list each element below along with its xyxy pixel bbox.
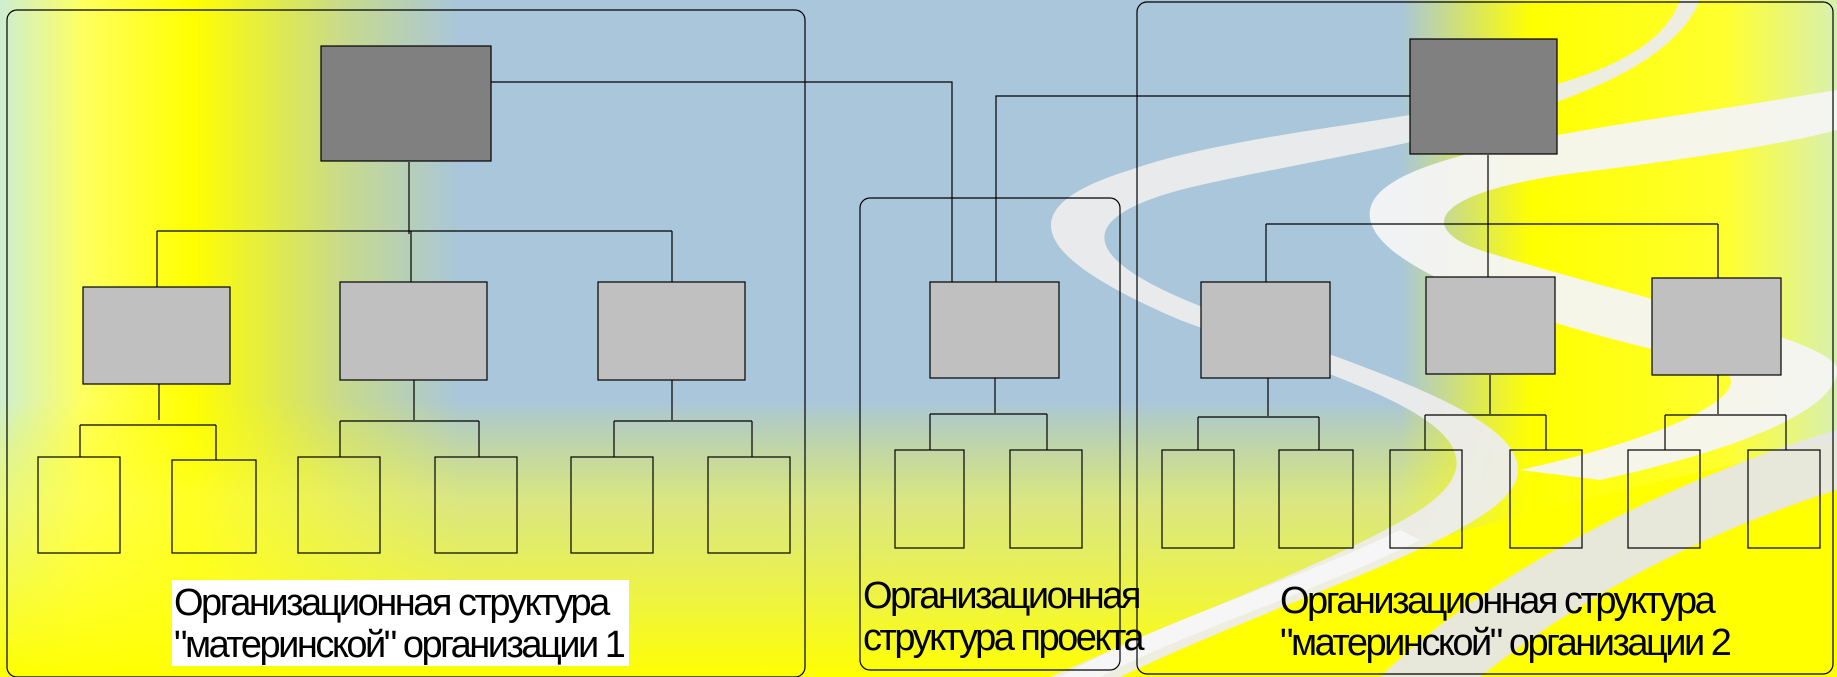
frame-org1 xyxy=(6,9,806,677)
connector-lines xyxy=(79,81,1787,460)
project-unit-box xyxy=(1009,449,1083,549)
org1-unit-box xyxy=(37,456,121,554)
org1-head-box xyxy=(320,45,492,162)
caption-org2-line1: Организационная структура xyxy=(1280,580,1716,622)
project-head-box xyxy=(929,281,1060,379)
org2-unit-box xyxy=(1389,449,1463,549)
org2-dept-box xyxy=(1200,281,1331,379)
org1-unit-box xyxy=(434,456,518,554)
org1-unit-box xyxy=(171,459,257,554)
caption-org1: Организационная стрyктура "материнской" … xyxy=(172,580,630,666)
caption-project-line2: структура проекта xyxy=(863,617,1145,659)
org2-dept-box xyxy=(1425,276,1556,375)
caption-project: Организационная структура проекта xyxy=(863,575,1145,659)
org2-dept-box xyxy=(1651,277,1782,376)
caption-org1-line1: Организационная стрyктура xyxy=(174,582,610,624)
org1-dept-box xyxy=(597,281,746,381)
org2-unit-box xyxy=(1627,449,1701,549)
org1-unit-box xyxy=(297,456,381,554)
frame-project xyxy=(859,197,1121,671)
org1-unit-box xyxy=(707,456,791,554)
org1-dept-box xyxy=(82,286,231,385)
org2-unit-box xyxy=(1278,449,1354,549)
org2-head-box xyxy=(1409,38,1558,155)
org2-unit-box xyxy=(1161,449,1235,549)
caption-project-line1: Организационная xyxy=(863,575,1141,617)
org2-unit-box xyxy=(1509,449,1583,549)
frame-org2 xyxy=(1136,1,1834,675)
org1-unit-box xyxy=(570,456,654,554)
org1-dept-box xyxy=(339,281,488,381)
caption-org2: Организационная структура "материнской" … xyxy=(1280,580,1732,664)
org2-unit-box xyxy=(1747,449,1821,549)
caption-org1-line2: "материнской" организации 1 xyxy=(174,624,626,666)
caption-org2-line2: "материнской" организации 2 xyxy=(1280,622,1732,664)
project-unit-box xyxy=(894,449,965,549)
